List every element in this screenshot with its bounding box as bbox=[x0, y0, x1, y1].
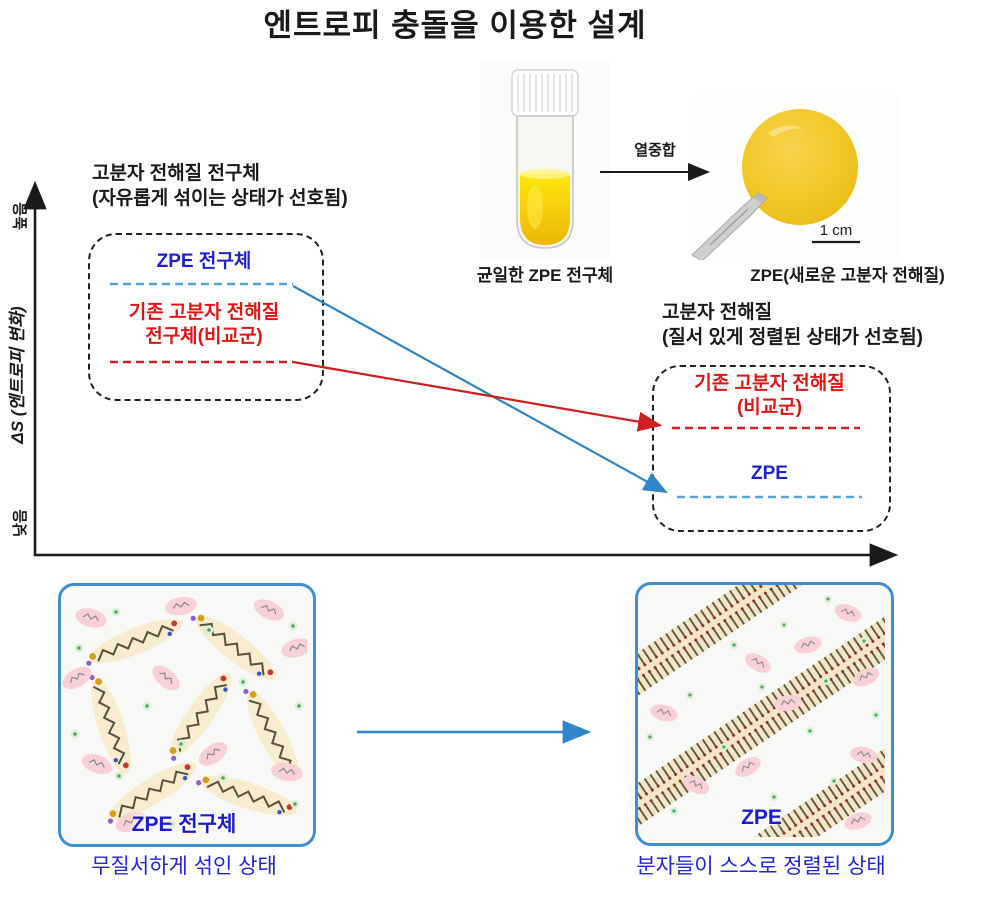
vial-illustration bbox=[480, 62, 610, 260]
right-ref-line1: 기존 고분자 전해질 bbox=[694, 373, 845, 394]
left-ref-line2: 전구체(비교군) bbox=[145, 326, 263, 347]
right-zpe-label: ZPE bbox=[751, 463, 788, 484]
vial-photo bbox=[480, 62, 610, 262]
thermal-polymerization-label: 열중합 bbox=[634, 142, 676, 159]
right-heading-line2: (질서 있게 정렬된 상태가 선호됨) bbox=[662, 327, 924, 348]
y-axis-low-label: 낮음 bbox=[12, 509, 29, 537]
left-heading-line1: 고분자 전해질 전구체 bbox=[92, 163, 260, 184]
y-axis-label: ΔS (엔트로피 변화) bbox=[8, 306, 27, 444]
right-box-label: ZPE bbox=[741, 806, 782, 829]
zpe-transition-arrow bbox=[292, 285, 668, 494]
left-heading-line2: (자유롭게 섞이는 상태가 선호됨) bbox=[92, 188, 348, 209]
page-title: 엔트로피 충돌을 이용한 설계 bbox=[263, 8, 647, 43]
disordered-molecules-illustration bbox=[61, 593, 307, 837]
ordered-molecules-panel bbox=[635, 582, 894, 846]
right-ref-line2: (비교군) bbox=[736, 397, 803, 418]
disc-photo: 1 cm bbox=[690, 95, 900, 260]
left-ref-line1: 기존 고분자 전해질 bbox=[128, 302, 280, 323]
ref-transition-arrow bbox=[292, 360, 663, 432]
y-axis-high-label: 높음 bbox=[12, 202, 29, 230]
ordered-molecules-illustration bbox=[638, 585, 885, 837]
left-box-label: ZPE 전구체 bbox=[131, 813, 237, 836]
disc-illustration: 1 cm bbox=[690, 95, 900, 260]
left-zpe-precursor-label: ZPE 전구체 bbox=[156, 251, 252, 272]
vial-caption: 균일한 ZPE 전구체 bbox=[476, 266, 614, 285]
scale-bar-label: 1 cm bbox=[820, 222, 853, 239]
disc-caption: ZPE(새로운 고분자 전해질) bbox=[750, 266, 945, 285]
right-heading-line1: 고분자 전해질 bbox=[662, 302, 773, 323]
left-bottom-caption: 무질서하게 섞인 상태 bbox=[91, 855, 277, 878]
right-bottom-caption: 분자들이 스스로 정렬된 상태 bbox=[636, 855, 886, 878]
disordered-molecules-panel bbox=[58, 583, 316, 847]
